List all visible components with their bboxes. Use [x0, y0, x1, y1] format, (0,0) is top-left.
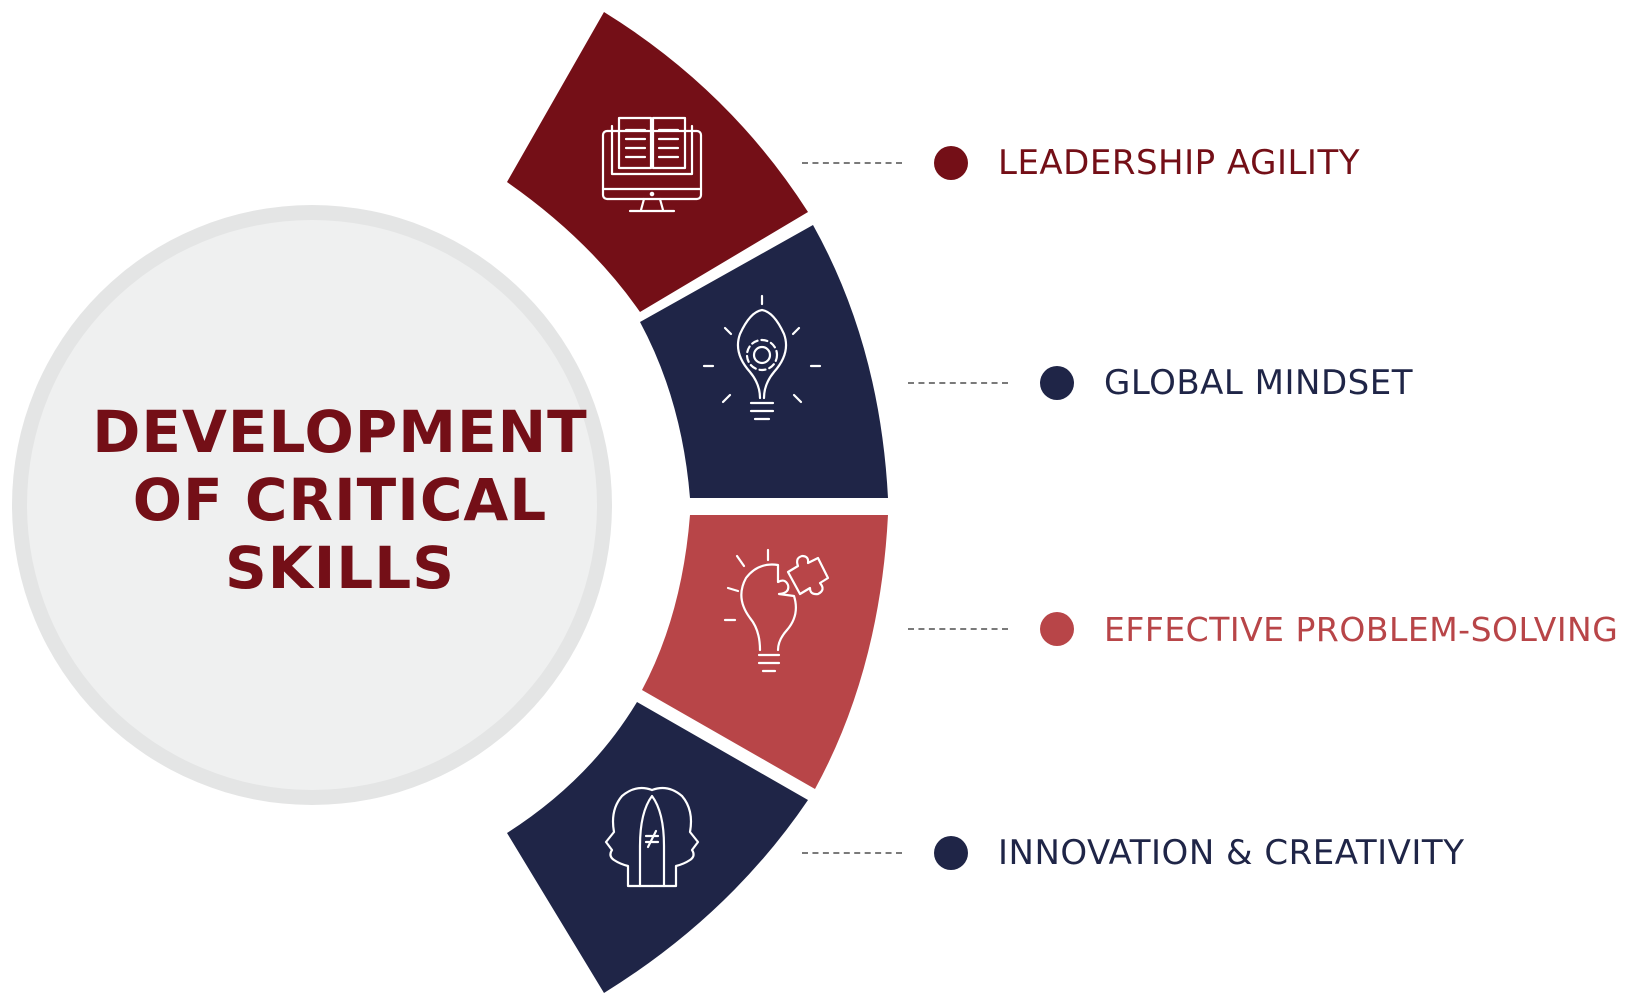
skill-leadership-agility: LEADERSHIP AGILITY [802, 143, 1360, 183]
bullet-dot [934, 836, 968, 870]
segment-innovation-creativity [507, 702, 808, 993]
skill-label: GLOBAL MINDSET [1104, 363, 1413, 403]
segment-effective-problem-solving [642, 515, 888, 789]
lightbulb-gear-icon [702, 294, 822, 421]
title-line-3: SKILLS [225, 534, 455, 602]
lightbulb-puzzle-icon [723, 548, 830, 673]
title-line-2: OF CRITICAL [132, 466, 548, 534]
skill-label: EFFECTIVE PROBLEM-SOLVING [1104, 609, 1619, 649]
center-circle [27, 220, 597, 790]
connector-line [802, 162, 902, 164]
two-heads-icon [604, 786, 700, 888]
segment-global-mindset [640, 225, 888, 498]
diagram-title: DEVELOPMENT OF CRITICAL SKILLS [40, 398, 640, 602]
skill-effective-problem-solving: EFFECTIVE PROBLEM-SOLVING [908, 609, 1618, 649]
book-computer-icon [601, 116, 703, 213]
skill-label: LEADERSHIP AGILITY [998, 143, 1360, 183]
connector-line [802, 852, 902, 854]
skill-label: INNOVATION & CREATIVITY [998, 833, 1465, 873]
connector-line [908, 382, 1008, 384]
title-line-1: DEVELOPMENT [92, 398, 588, 466]
skill-global-mindset: GLOBAL MINDSET [908, 363, 1413, 403]
bullet-dot [1040, 366, 1074, 400]
skill-innovation-creativity: INNOVATION & CREATIVITY [802, 833, 1464, 873]
segment-leadership-agility [507, 12, 808, 312]
bullet-dot [1040, 612, 1074, 646]
bullet-dot [934, 146, 968, 180]
connector-line [908, 628, 1008, 630]
